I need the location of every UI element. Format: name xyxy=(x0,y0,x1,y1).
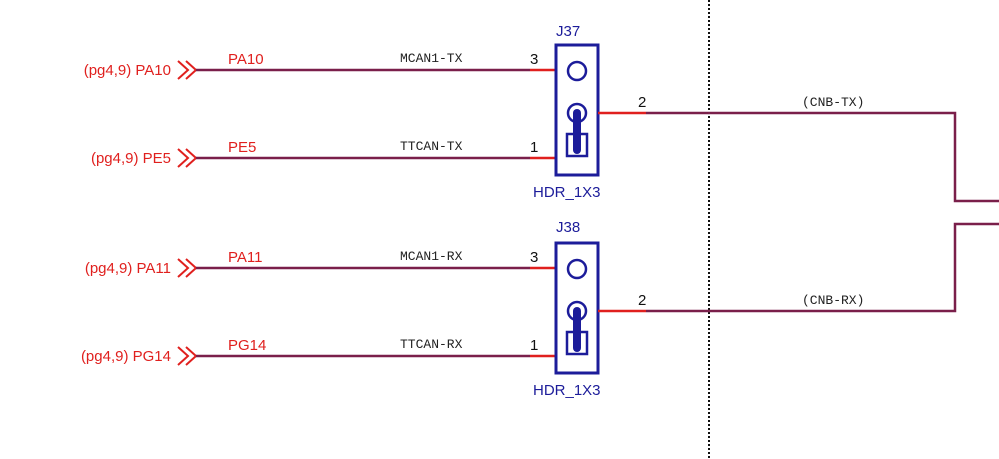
j37-pin2-number: 2 xyxy=(638,94,646,111)
j38-pin3-number: 3 xyxy=(530,249,538,266)
signal-label-mcan1-tx: MCAN1-TX xyxy=(400,51,463,66)
j38-ref: J38 xyxy=(556,219,580,236)
net-label-pe5: PE5 xyxy=(228,139,256,156)
j37-pin1-number: 1 xyxy=(530,139,538,156)
offpage-label-pa10: (pg4,9) PA10 xyxy=(84,62,171,79)
wire-cnb-rx xyxy=(646,222,999,313)
j38-pin1-number: 1 xyxy=(530,337,538,354)
wire-cnb-tx xyxy=(646,111,999,203)
net-label-cnb-rx: (CNB-RX) xyxy=(802,293,864,308)
j37-value: HDR_1X3 xyxy=(533,184,601,201)
offpage-label-pa11: (pg4,9) PA11 xyxy=(85,260,171,277)
signal-label-ttcan-tx: TTCAN-TX xyxy=(400,139,463,154)
connector-j38: J38 (pg4,9) PA11 PA11 MCAN1-RX 3 (pg4,9)… xyxy=(81,219,999,399)
offpage-connector-pa10: (pg4,9) PA10 xyxy=(84,60,198,80)
j37-pin3-pad xyxy=(566,60,588,82)
net-label-pa11: PA11 xyxy=(228,249,262,266)
offpage-arrow-pg14 xyxy=(177,346,198,366)
j38-value: HDR_1X3 xyxy=(533,382,601,399)
offpage-arrow-pa11 xyxy=(177,258,198,278)
offpage-connector-pa11: (pg4,9) PA11 xyxy=(85,258,198,278)
offpage-arrow-pa10 xyxy=(177,60,198,80)
net-label-pa10: PA10 xyxy=(228,51,264,68)
j37-ref: J37 xyxy=(556,23,580,40)
offpage-label-pg14: (pg4,9) PG14 xyxy=(81,348,171,365)
j37-header-body xyxy=(554,43,600,177)
signal-label-ttcan-rx: TTCAN-RX xyxy=(400,337,463,352)
j38-pin2-number: 2 xyxy=(638,292,646,309)
connector-j37: J37 (pg4,9) PA10 PA10 MCAN1-TX 3 (pg4,9)… xyxy=(84,23,999,203)
j37-pin3-number: 3 xyxy=(530,51,538,68)
offpage-label-pe5: (pg4,9) PE5 xyxy=(91,150,171,167)
net-label-pg14: PG14 xyxy=(228,337,266,354)
offpage-arrow-pe5 xyxy=(177,148,198,168)
j38-header-body xyxy=(554,241,600,375)
offpage-connector-pg14: (pg4,9) PG14 xyxy=(81,346,198,366)
signal-label-mcan1-rx: MCAN1-RX xyxy=(400,249,463,264)
j38-pin3-pad xyxy=(566,258,588,280)
offpage-connector-pe5: (pg4,9) PE5 xyxy=(91,148,198,168)
net-label-cnb-tx: (CNB-TX) xyxy=(802,95,864,110)
